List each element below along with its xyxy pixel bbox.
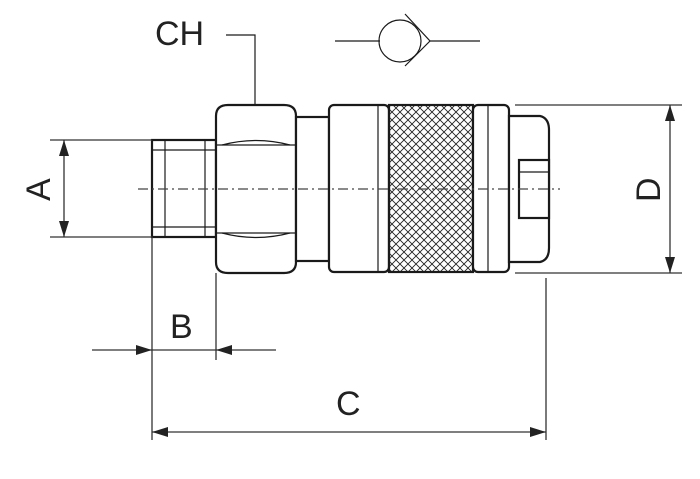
check-valve-symbol bbox=[335, 13, 480, 67]
label-ch: CH bbox=[155, 15, 204, 53]
label-c: C bbox=[336, 385, 361, 423]
dimension-a bbox=[50, 139, 152, 238]
label-d: D bbox=[630, 177, 668, 202]
dimension-b bbox=[92, 237, 276, 360]
dimension-d bbox=[515, 104, 682, 274]
label-a: A bbox=[20, 178, 58, 201]
dimension-c bbox=[151, 278, 547, 440]
label-b: B bbox=[170, 308, 193, 346]
